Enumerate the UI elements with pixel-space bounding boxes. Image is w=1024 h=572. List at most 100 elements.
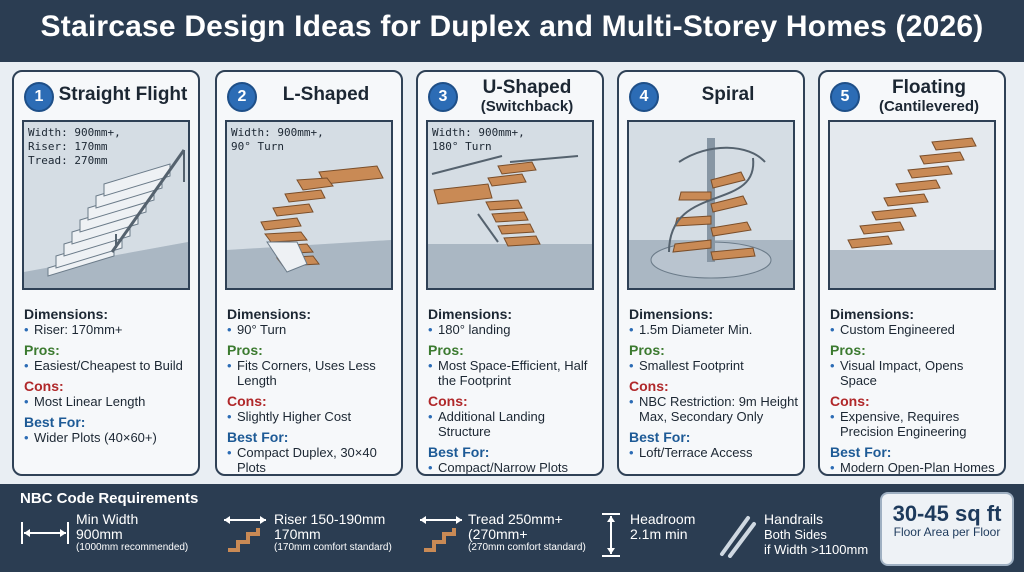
cons-value: Additional Landing Structure [428,409,598,439]
req-min-width: Min Width 900mm (1000mm recommended) [76,512,188,554]
req-value: Both Sides [764,527,827,542]
req-value: 2.1m min [630,526,688,542]
best-for-value: Compact/Narrow Plots [428,460,598,474]
spec-text: Width: 900mm+, Riser: 170mm Tread: 270mm [28,126,121,167]
card-details: Dimensions: 1.5m Diameter Min. Pros: Sma… [629,306,799,465]
header-bar: Staircase Design Ideas for Duplex and Mu… [0,0,1024,62]
nbc-footer: NBC Code Requirements Min Width 900mm (1… [0,484,1024,572]
req-value: 170mm [274,526,321,542]
best-for-heading: Best For: [227,429,289,445]
spec-text: Width: 900mm+, 90° Turn [231,126,324,153]
card-details: Dimensions: Riser: 170mm+ Pros: Easiest/… [24,306,194,450]
cons-heading: Cons: [428,393,468,409]
best-for-value: Modern Open-Plan Homes [830,460,1000,474]
req-note: (1000mm recommended) [76,542,189,553]
floor-area-value: 30-45 sq ft [892,501,1002,526]
floating-stair-illustration [828,120,996,290]
req-headroom: Headroom 2.1m min [630,512,695,542]
best-for-heading: Best For: [428,444,490,460]
best-for-value: Compact Duplex, 30×40 Plots [227,445,397,474]
dimensions-heading: Dimensions: [428,306,513,322]
card-l-shaped: 2 L-Shaped Width: 900mm+, 90° Turn [215,70,403,476]
pros-value: Most Space-Efficient, Half the Footprint [428,358,598,388]
dimensions-value: Custom Engineered [830,322,1000,337]
card-number-badge: 5 [830,82,860,112]
cons-value: Slightly Higher Cost [227,409,397,424]
card-title: Floating [892,77,966,98]
dimensions-value: Riser: 170mm+ [24,322,194,337]
straight-stair-illustration: Width: 900mm+, Riser: 170mm Tread: 270mm [22,120,190,290]
dimensions-heading: Dimensions: [629,306,714,322]
pros-heading: Pros: [428,342,464,358]
tread-stairs-icon [420,516,462,552]
u-shaped-stair-illustration: Width: 900mm+, 180° Turn [426,120,594,290]
req-label: Min Width [76,511,139,527]
req-riser: Riser 150-190mm 170mm (170mm comfort sta… [274,512,392,554]
card-title: Spiral [701,84,755,105]
best-for-heading: Best For: [830,444,892,460]
req-handrails: Handrails Both Sides if Width >1100mm [764,511,869,558]
card-floating: 5 Floating (Cantilevered) Dimensi [818,70,1006,476]
width-arrow-icon [21,522,69,544]
stair-cards: 1 Straight Flight Wi [12,70,1012,480]
best-for-heading: Best For: [24,414,86,430]
pros-value: Fits Corners, Uses Less Length [227,358,397,388]
dimensions-value: 1.5m Diameter Min. [629,322,799,337]
cons-value: Expensive, Requires Precision Engineerin… [830,409,1000,439]
cons-value: NBC Restriction: 9m Height Max, Secondar… [629,394,799,424]
dimensions-value: 90° Turn [227,322,397,337]
req-label: Headroom [630,511,696,527]
pros-heading: Pros: [830,342,866,358]
req-note: (170mm comfort standard) [274,542,392,553]
card-title: Straight Flight [58,84,188,105]
pros-value: Visual Impact, Opens Space [830,358,1000,388]
card-title: L-Shaped [282,84,370,105]
pros-heading: Pros: [629,342,665,358]
l-shaped-stair-illustration: Width: 900mm+, 90° Turn [225,120,393,290]
req-note: (270mm comfort standard) [468,542,586,553]
card-number-badge: 1 [24,82,54,112]
dimensions-heading: Dimensions: [830,306,915,322]
card-details: Dimensions: 90° Turn Pros: Fits Corners,… [227,306,397,474]
req-value: 900mm [76,526,123,542]
best-for-value: Wider Plots (40×60+) [24,430,194,445]
card-u-shaped: 3 U-Shaped (Switchback) Wid [416,70,604,476]
headroom-arrow-icon [602,513,620,557]
pros-heading: Pros: [24,342,60,358]
req-label: Handrails [764,511,824,527]
handrail-icon [720,516,756,558]
floor-area-box: 30-45 sq ft Floor Area per Floor [880,492,1014,566]
cons-heading: Cons: [629,378,669,394]
dimensions-heading: Dimensions: [227,306,312,322]
pros-heading: Pros: [227,342,263,358]
card-details: Dimensions: 180° landing Pros: Most Spac… [428,306,598,474]
cons-heading: Cons: [830,393,870,409]
footer-title: NBC Code Requirements [20,490,199,507]
dimensions-heading: Dimensions: [24,306,109,322]
req-label: Tread 250mm+ [468,511,563,527]
card-details: Dimensions: Custom Engineered Pros: Visu… [830,306,1000,474]
page-title: Staircase Design Ideas for Duplex and Mu… [40,10,984,43]
cons-value: Most Linear Length [24,394,194,409]
card-number-badge: 4 [629,82,659,112]
pros-value: Easiest/Cheapest to Build [24,358,194,373]
card-subtitle: (Switchback) [480,98,574,115]
spiral-stair-illustration [627,120,795,290]
req-condition: if Width >1100mm [764,542,869,557]
best-for-value: Loft/Terrace Access [629,445,799,460]
req-tread: Tread 250mm+ (270mm+ (270mm comfort stan… [468,512,586,554]
card-number-badge: 3 [428,82,458,112]
card-subtitle: (Cantilevered) [878,98,980,115]
req-label: Riser 150-190mm [274,511,386,527]
card-number-badge: 2 [227,82,257,112]
riser-stairs-icon [224,516,266,552]
dimensions-value: 180° landing [428,322,598,337]
cons-heading: Cons: [24,378,64,394]
card-title: U-Shaped [482,77,572,98]
card-spiral: 4 Spiral Dim [617,70,805,476]
cons-heading: Cons: [227,393,267,409]
card-straight-flight: 1 Straight Flight Wi [12,70,200,476]
req-value: (270mm+ [468,526,528,542]
spec-text: Width: 900mm+, 180° Turn [432,126,525,153]
pros-value: Smallest Footprint [629,358,799,373]
